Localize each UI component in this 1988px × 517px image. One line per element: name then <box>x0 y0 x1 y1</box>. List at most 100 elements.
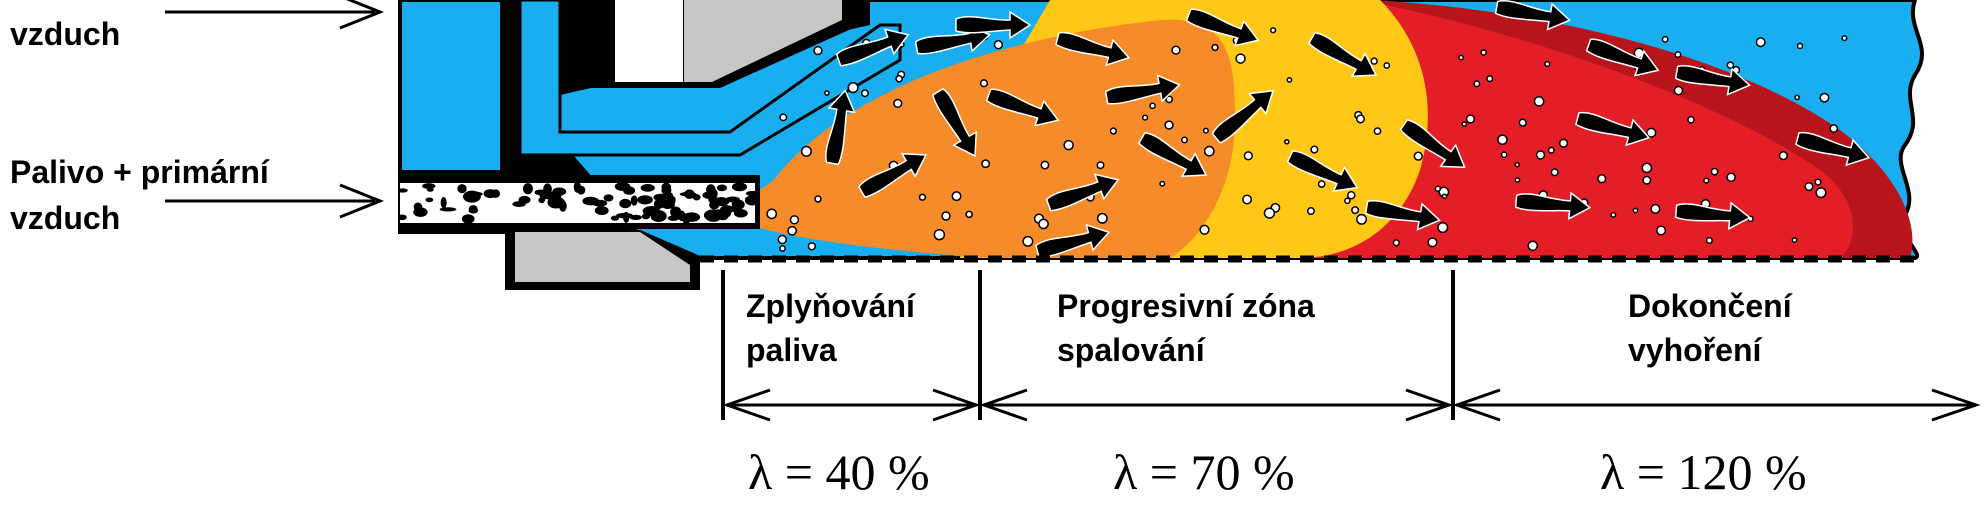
flame-particle <box>779 245 786 252</box>
fuel-particle <box>467 191 483 197</box>
flame-particle <box>1263 207 1276 219</box>
flame-particle <box>1437 221 1449 234</box>
flame-particle <box>941 211 951 221</box>
flame-particle <box>1703 177 1710 184</box>
flame-particle <box>814 195 822 203</box>
flame-particle <box>1063 139 1074 151</box>
secondary-air-inlet-arrow <box>165 0 385 30</box>
fuel-particle <box>670 206 682 218</box>
fuel-particle <box>426 187 434 192</box>
fuel-particle <box>400 214 407 221</box>
flame-particle <box>1673 85 1684 96</box>
flame-particle <box>1235 53 1246 64</box>
fuel-particle <box>640 183 655 192</box>
fuel-particle <box>594 206 609 216</box>
flow-arrow <box>1585 38 1660 77</box>
flow-arrow <box>825 89 856 166</box>
fuel-particle <box>616 212 634 219</box>
flow-arrow <box>1055 31 1131 67</box>
flame-particle <box>1373 127 1382 136</box>
zone-gasification-lambda: λ = 40 % <box>748 444 930 500</box>
fuel-particle <box>483 189 498 199</box>
flame-particle <box>1356 213 1368 225</box>
fuel-particle <box>522 183 533 195</box>
zone-burnout-title-line2: vyhoření <box>1628 332 1762 368</box>
fuel-stream <box>400 175 760 229</box>
flow-arrows <box>825 0 1871 258</box>
flame-particle <box>779 113 788 122</box>
flow-arrow <box>1286 150 1359 192</box>
fuel-particle <box>461 214 475 223</box>
flame-particle <box>1535 150 1546 160</box>
flow-arrow <box>1575 111 1651 147</box>
fuel-particles <box>400 183 755 223</box>
flame-particle <box>1022 235 1034 247</box>
flame-particle <box>1383 62 1391 69</box>
fuel-particle <box>692 194 701 201</box>
fuel-particle <box>518 195 531 204</box>
flame-particle <box>1038 218 1049 230</box>
flame-particle <box>787 225 798 236</box>
fuel-particle <box>744 195 755 206</box>
fuel-particle <box>713 209 724 219</box>
flame-particle <box>1317 180 1326 188</box>
flame-particle <box>1794 94 1800 101</box>
flame-particle <box>1558 138 1569 148</box>
flame-particle <box>918 193 927 201</box>
fuel-particle <box>538 197 546 204</box>
fuel-particle <box>745 190 755 197</box>
fuel-particle <box>425 197 434 203</box>
fuel-particle <box>610 215 620 221</box>
fuel-particle <box>547 196 565 209</box>
flame-particle <box>1461 121 1468 127</box>
flame-particle <box>951 191 962 202</box>
flame-particle <box>1310 145 1319 154</box>
flame-particle <box>1632 207 1639 214</box>
flame-particle <box>1544 60 1551 68</box>
flame-particle <box>1199 224 1210 235</box>
fuel-particle <box>544 194 551 199</box>
flame-particle <box>1527 240 1539 252</box>
flow-arrow <box>1307 32 1378 78</box>
flame-particle <box>1370 57 1378 65</box>
fuel-particle <box>603 194 614 202</box>
flame-particle <box>1687 115 1695 124</box>
flow-arrow <box>835 28 910 67</box>
flame-particle <box>1181 136 1188 144</box>
fuel-particle <box>731 183 748 192</box>
fuel-primary-air-label-line2: vzduch <box>10 200 121 236</box>
flame-particle <box>1610 211 1617 218</box>
flame-particle <box>895 74 903 83</box>
flow-arrow <box>985 88 1060 127</box>
fuel-particle <box>731 199 745 210</box>
flame-particle <box>789 215 800 225</box>
secondary-air-label: vzduch <box>10 16 121 52</box>
flame-particle <box>1286 76 1293 83</box>
flame-particle <box>1650 203 1661 214</box>
flame-particle <box>933 228 946 241</box>
zone-progressive-lambda: λ = 70 % <box>1113 444 1295 500</box>
flame-particle <box>860 89 869 98</box>
flow-arrow <box>1211 89 1275 144</box>
flame-particle <box>1413 151 1423 161</box>
flame-particle <box>1284 138 1290 145</box>
burner-body-gray-upper <box>684 0 842 82</box>
flow-arrow <box>1514 191 1592 221</box>
air-channel <box>518 0 902 157</box>
zone-burnout-title-line1: Dokončení <box>1628 288 1792 324</box>
flame-particle <box>1497 134 1508 146</box>
fuel-particle <box>653 193 669 202</box>
fuel-particle <box>413 202 423 212</box>
fuel-particle <box>641 213 650 220</box>
flame-particle <box>1726 172 1736 183</box>
fuel-particle <box>642 208 656 214</box>
zone-dimension-lines <box>721 270 1981 422</box>
flame-particle <box>1306 207 1315 216</box>
flame-particle <box>1804 181 1814 192</box>
fuel-particle <box>705 184 716 196</box>
flame-particle <box>1829 124 1839 133</box>
flame-particle <box>1149 102 1156 110</box>
flame-particle <box>1441 193 1448 200</box>
